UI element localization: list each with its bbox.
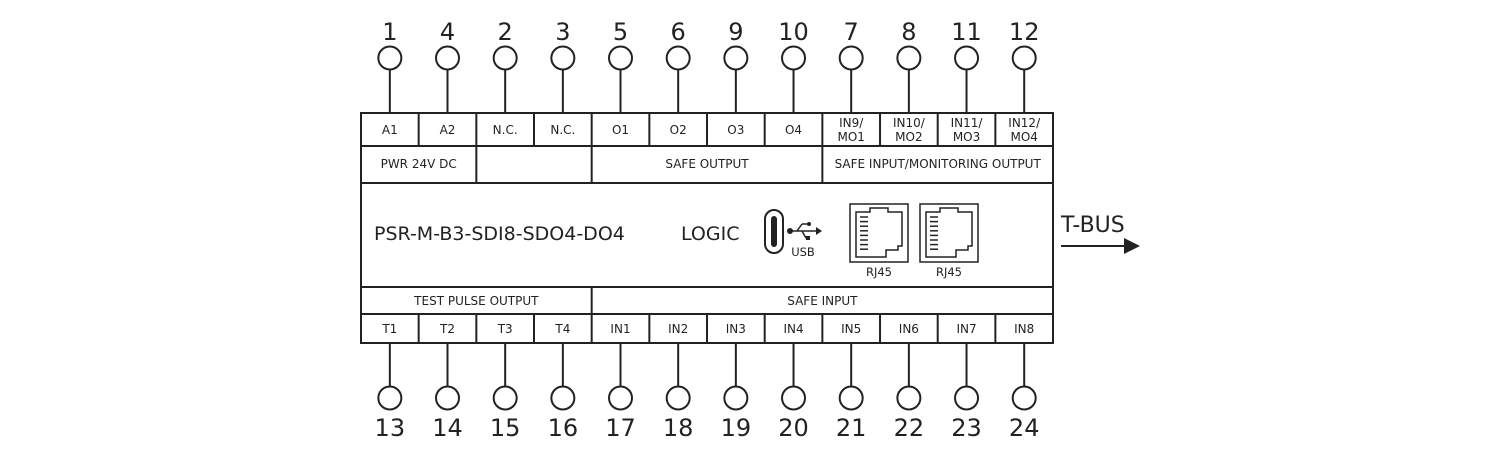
top-terminal-label: O2 (670, 123, 687, 137)
t-bus-arrow-icon (1061, 238, 1140, 254)
top-pin-number: 2 (498, 18, 513, 46)
top-terminal-label: O3 (727, 123, 744, 137)
top-pin-number: 7 (844, 18, 859, 46)
bottom-pin-terminal-icon (896, 385, 922, 411)
bottom-terminal-label: IN8 (1014, 322, 1034, 336)
bottom-terminal-label: IN7 (956, 322, 976, 336)
bottom-pin-terminal-icon (550, 385, 576, 411)
bottom-pin-terminal-icon (723, 385, 749, 411)
bottom-terminal-label: IN3 (726, 322, 746, 336)
top-terminal-label: N.C. (493, 123, 518, 137)
usb-c-port-icon (764, 209, 784, 254)
top-terminal-label: IN9/MO1 (837, 116, 864, 144)
bottom-terminal-label: T2 (439, 322, 455, 336)
top-pin-terminal-icon (896, 45, 922, 71)
model-name: PSR-M-B3-SDI8-SDO4-DO4 (374, 223, 625, 245)
bottom-pin-number: 20 (778, 414, 809, 442)
top-terminal-label: IN11/MO3 (951, 116, 984, 144)
bottom-pin-number: 17 (605, 414, 636, 442)
top-terminal-label: N.C. (550, 123, 575, 137)
top-pin-terminal-icon (781, 45, 807, 71)
top-pin-number: 3 (555, 18, 570, 46)
top-terminal-label: IN10/MO2 (893, 116, 926, 144)
top-terminal-label: O1 (612, 123, 629, 137)
top-pin-terminal-icon (723, 45, 749, 71)
rj45-ports: RJ45 RJ45 (849, 203, 979, 279)
top-pin-terminal-icon (954, 45, 980, 71)
rj45-port-icon (849, 203, 909, 263)
bottom-pin-number: 21 (836, 414, 867, 442)
bottom-pin-terminal-icon (781, 385, 807, 411)
bottom-pin-terminal-icon (435, 385, 461, 411)
top-pin-terminal-icon (377, 45, 403, 71)
bottom-pin-number: 13 (375, 414, 406, 442)
bottom-pin-terminal-icon (492, 385, 518, 411)
bottom-terminal-cells: T1 T2 T3 T4 IN1 IN2 IN3 IN4 IN5 IN6 IN7 IN8 (381, 314, 1034, 343)
logic-label: LOGIC (681, 223, 739, 245)
bottom-group-label: TEST PULSE OUTPUT (413, 294, 539, 308)
top-pin-terminal-icon (1011, 45, 1037, 71)
top-pin-terminal-icon (492, 45, 518, 71)
top-pin-number: 1 (382, 18, 397, 46)
bottom-terminal-label: T1 (381, 322, 397, 336)
bottom-terminal-label: IN1 (610, 322, 630, 336)
rj45-label: RJ45 (936, 265, 962, 279)
bottom-terminal-pins: 13 14 15 16 17 18 19 20 21 22 23 24 (375, 343, 1040, 442)
bottom-terminal-label: T3 (497, 322, 513, 336)
usb-symbol-icon (787, 222, 822, 240)
bottom-pin-terminal-icon (377, 385, 403, 411)
top-terminal-cells: A1 A2 N.C. N.C. O1 O2 O3 O4 IN9/MO1 IN10/MO2 IN11/… (382, 113, 1041, 146)
top-terminal-label: IN12/MO4 (1008, 116, 1041, 144)
top-group-label: PWR 24V DC (381, 157, 457, 171)
bottom-pin-terminal-icon (608, 385, 634, 411)
top-pin-number: 6 (671, 18, 686, 46)
bottom-pin-terminal-icon (954, 385, 980, 411)
bottom-group-label: SAFE INPUT (787, 294, 858, 308)
top-terminal-label: O4 (785, 123, 802, 137)
bottom-terminal-label: IN6 (899, 322, 919, 336)
bottom-terminal-label: IN2 (668, 322, 688, 336)
bottom-group-cells: TEST PULSE OUTPUT SAFE INPUT (413, 287, 858, 314)
rj45-label: RJ45 (866, 265, 892, 279)
usb-label: USB (791, 245, 815, 259)
bottom-pin-number: 18 (663, 414, 694, 442)
top-pin-terminal-icon (608, 45, 634, 71)
rj45-port-icon (919, 203, 979, 263)
bottom-pin-number: 23 (951, 414, 982, 442)
top-group-cells: PWR 24V DC SAFE OUTPUT SAFE INPUT/MONITORI… (381, 146, 1042, 183)
bottom-pin-terminal-icon (665, 385, 691, 411)
top-group-label: SAFE INPUT/MONITORING OUTPUT (835, 157, 1042, 171)
bottom-pin-number: 15 (490, 414, 521, 442)
top-pin-number: 11 (951, 18, 982, 46)
bottom-pin-number: 14 (432, 414, 463, 442)
top-pin-number: 10 (778, 18, 809, 46)
top-pin-terminal-icon (435, 45, 461, 71)
bottom-pin-terminal-icon (1011, 385, 1037, 411)
top-pin-terminal-icon (665, 45, 691, 71)
top-pin-terminal-icon (550, 45, 576, 71)
top-terminal-label: A1 (382, 123, 398, 137)
bottom-terminal-label: T4 (554, 322, 570, 336)
top-pin-number: 9 (728, 18, 743, 46)
bottom-pin-number: 24 (1009, 414, 1040, 442)
top-pin-number: 12 (1009, 18, 1040, 46)
bottom-pin-number: 22 (894, 414, 925, 442)
t-bus-label: T-BUS (1060, 213, 1125, 238)
bottom-pin-terminal-icon (838, 385, 864, 411)
top-terminal-pins: 1 4 2 3 5 6 9 10 7 8 11 12 (377, 18, 1040, 113)
bottom-pin-number: 16 (548, 414, 579, 442)
bottom-terminal-label: IN5 (841, 322, 861, 336)
top-group-label: SAFE OUTPUT (665, 157, 749, 171)
top-terminal-label: A2 (440, 123, 456, 137)
top-pin-number: 4 (440, 18, 455, 46)
top-pin-terminal-icon (838, 45, 864, 71)
bottom-terminal-label: IN4 (783, 322, 803, 336)
top-pin-number: 5 (613, 18, 628, 46)
bottom-pin-number: 19 (721, 414, 752, 442)
top-pin-number: 8 (901, 18, 916, 46)
